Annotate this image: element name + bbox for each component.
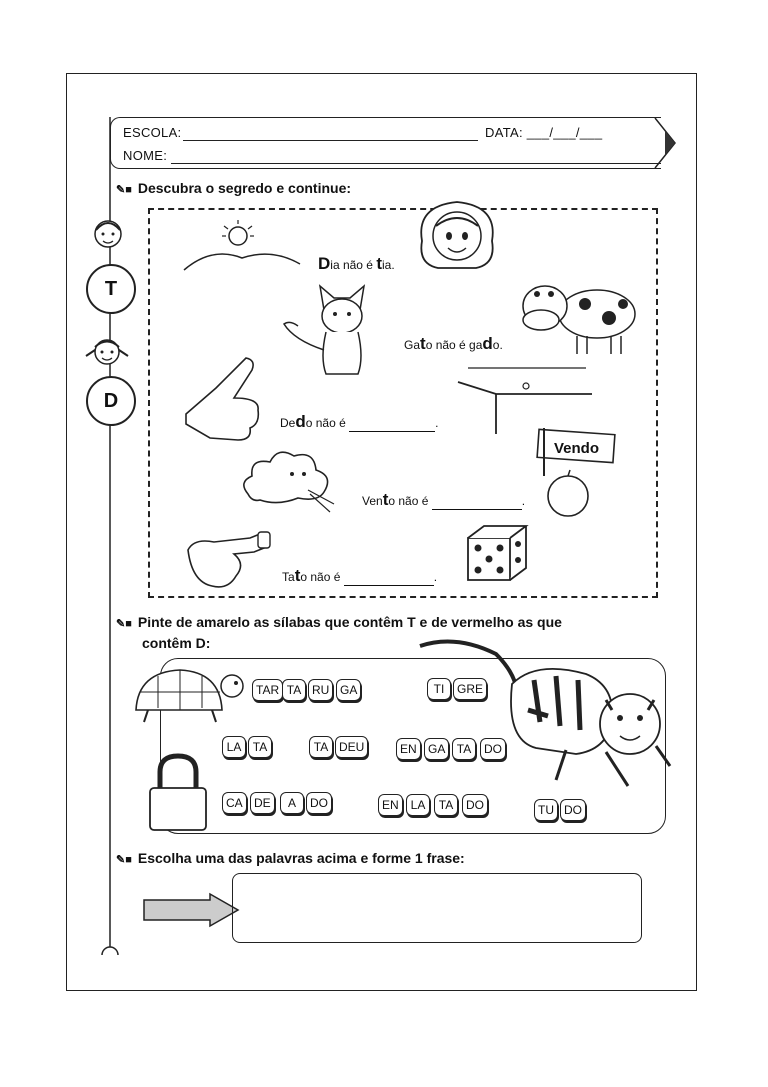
sun-hill-icon xyxy=(183,220,301,271)
syllable-tile[interactable]: EN xyxy=(378,794,403,816)
date-label: DATA: ___/___/___ xyxy=(485,125,603,140)
padlock-icon xyxy=(149,753,207,831)
section2-title: ✎■Pinte de amarelo as sílabas que contêm… xyxy=(116,614,562,651)
worksheet-page xyxy=(66,73,697,991)
syllable-tile[interactable]: DE xyxy=(250,792,275,814)
syllables-area xyxy=(160,658,666,834)
syllable-tile[interactable]: LA xyxy=(406,794,430,816)
syllable-tile[interactable]: TA xyxy=(434,794,458,816)
syllable-tile[interactable]: RU xyxy=(308,679,334,701)
syllable-tile[interactable]: TA xyxy=(248,736,272,758)
letter-d-circle: D xyxy=(86,376,136,426)
syllable-tile[interactable]: DEU xyxy=(335,736,369,758)
boy-face-icon xyxy=(94,220,122,248)
name-line[interactable] xyxy=(171,163,661,164)
pencil-bullet-icon: ✎■ xyxy=(116,618,132,630)
girl-face-icon xyxy=(85,339,129,365)
school-line[interactable] xyxy=(183,140,478,141)
syllable-tile[interactable]: TA xyxy=(282,679,306,701)
syllable-tile[interactable]: DO xyxy=(480,738,506,760)
section1-box xyxy=(148,208,658,598)
sale-sign-apple-icon xyxy=(536,428,616,517)
cat-icon xyxy=(282,284,366,375)
syllable-tile[interactable]: DO xyxy=(306,792,332,814)
phrase-dia: Dia não é tia. xyxy=(318,254,395,273)
turtle-icon xyxy=(135,669,244,723)
syllable-tile[interactable]: GRE xyxy=(453,678,488,700)
phrase-vento: Vento não é . xyxy=(362,490,526,510)
pencil-bullet-icon: ✎■ xyxy=(116,184,132,196)
syllable-tile[interactable]: TAR xyxy=(252,679,284,701)
tiger-icon xyxy=(419,639,672,787)
name-label: NOME: xyxy=(123,148,168,163)
right-arrow-icon xyxy=(143,892,240,928)
syllable-tile[interactable]: TA xyxy=(452,738,476,760)
syllable-tile[interactable]: LA xyxy=(222,736,246,758)
sentence-answer-box[interactable] xyxy=(232,873,642,943)
letter-t-circle: T xyxy=(86,264,136,314)
syllable-tile[interactable]: TA xyxy=(309,736,333,758)
aunt-face-icon xyxy=(420,201,494,269)
section1-title: ✎■Descubra o segredo e continue: xyxy=(116,180,352,196)
section3-title: ✎■Escolha uma das palavras acima e forme… xyxy=(116,850,465,866)
sign-text: Vendo xyxy=(554,440,600,457)
pointing-finger-icon xyxy=(185,357,260,441)
pencil-bullet-icon: ✎■ xyxy=(116,854,132,866)
vento-answer-blank[interactable] xyxy=(431,495,522,510)
phrase-gato: Gato não é gado. xyxy=(404,334,503,353)
touching-hand-icon xyxy=(187,531,271,588)
syllable-tile[interactable]: GA xyxy=(336,679,362,701)
school-label: ESCOLA: xyxy=(123,125,182,140)
syllable-tile[interactable]: GA xyxy=(424,738,450,760)
dice-icon xyxy=(467,525,529,581)
tato-answer-blank[interactable] xyxy=(343,571,434,586)
syllable-tile[interactable]: TU xyxy=(534,799,558,821)
wind-cloud-icon xyxy=(243,451,335,513)
syllable-tile[interactable]: EN xyxy=(396,738,421,760)
dedo-answer-blank[interactable] xyxy=(349,417,436,432)
syllable-tile[interactable]: TI xyxy=(427,678,451,700)
phrase-tato: Tato não é . xyxy=(282,566,438,586)
table-icon xyxy=(457,367,592,434)
syllable-tile[interactable]: DO xyxy=(560,799,586,821)
left-rail xyxy=(101,117,119,956)
phrase-dedo: Dedo não é . xyxy=(280,412,439,432)
pencil-tip-icon xyxy=(654,117,676,169)
header-box: ESCOLA: DATA: ___/___/___ NOME: xyxy=(110,117,661,169)
syllable-tile[interactable]: DO xyxy=(462,794,488,816)
syllable-tile[interactable]: A xyxy=(280,792,304,814)
cow-icon xyxy=(522,285,636,354)
syllable-tile[interactable]: CA xyxy=(222,792,247,814)
